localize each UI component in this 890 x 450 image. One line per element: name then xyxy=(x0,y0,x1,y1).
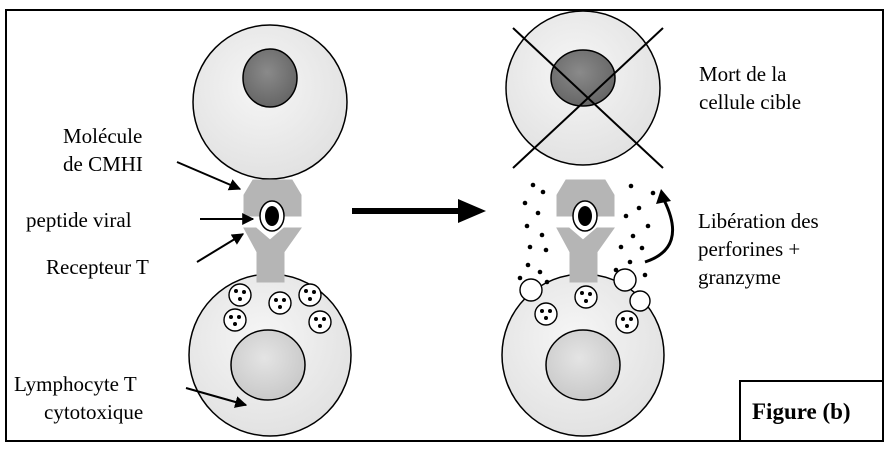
right-panel: Mort de la cellule cible Libération des … xyxy=(501,10,819,437)
release-arrow xyxy=(644,199,674,264)
t-receptor-left xyxy=(243,227,302,283)
lymphocyte-label-line2: cytotoxique xyxy=(44,400,143,424)
mhc-molecule-left xyxy=(243,179,302,217)
figure-label-box xyxy=(739,380,884,442)
process-arrowhead xyxy=(458,199,486,223)
mhc-label-line2: de CMHI xyxy=(63,152,143,176)
target-nucleus-right xyxy=(550,49,616,107)
figure-label: Figure (b) xyxy=(752,399,851,424)
release-arrowhead xyxy=(656,189,671,204)
receptor-pointer xyxy=(196,233,245,263)
diagram-frame xyxy=(5,9,884,442)
granules-right xyxy=(534,285,639,334)
receptor-label: Recepteur T xyxy=(46,255,149,279)
mhc-molecule-right xyxy=(556,179,615,217)
target-nucleus-left xyxy=(242,48,298,108)
exocytosis-vesicles xyxy=(519,268,651,312)
granules-left xyxy=(223,283,332,334)
peptide-label: peptide viral xyxy=(26,208,132,232)
t-receptor-right xyxy=(556,227,615,283)
lymphocyte-nucleus-right xyxy=(545,329,621,401)
death-label-line1: Mort de la xyxy=(699,62,787,86)
lymphocyte-pointer xyxy=(185,387,248,408)
release-label-line2: perforines + xyxy=(698,237,800,261)
left-panel: Molécule de CMHI peptide viral Recepteur… xyxy=(14,24,352,437)
release-label-line3: granzyme xyxy=(698,265,781,289)
perforin-dots xyxy=(517,182,656,285)
viral-peptide-core-left xyxy=(265,206,279,226)
lymphocyte-label-line1: Lymphocyte T xyxy=(14,372,137,396)
mhc-pointer xyxy=(176,161,242,191)
release-label-line1: Libération des xyxy=(698,209,819,233)
death-cross-2 xyxy=(512,27,664,169)
lymphocyte-nucleus-left xyxy=(230,329,306,401)
death-label-line2: cellule cible xyxy=(699,90,801,114)
viral-peptide-core-right xyxy=(578,206,592,226)
mhc-label-line1: Molécule xyxy=(63,124,142,148)
